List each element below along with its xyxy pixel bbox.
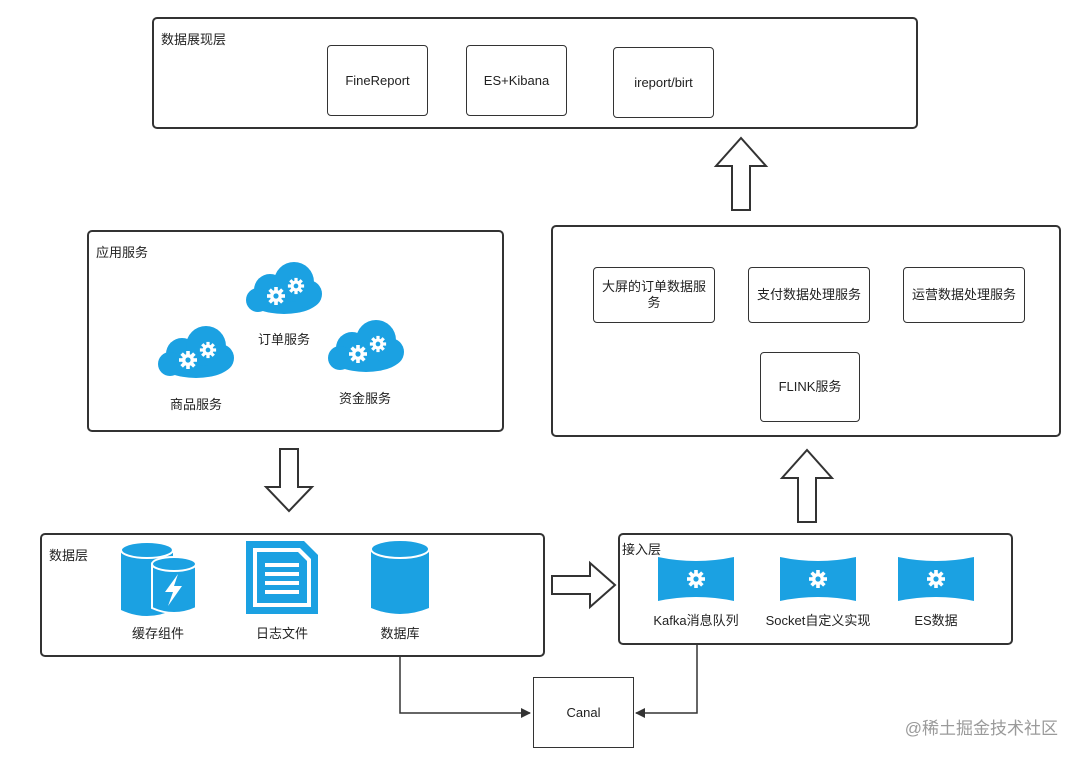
output-order-screen: 大屏的订单数据服务 bbox=[593, 267, 715, 323]
output-operations: 运营数据处理服务 bbox=[903, 267, 1025, 323]
service-order: 订单服务 bbox=[257, 332, 310, 347]
block-arrow-up-presentation bbox=[713, 136, 769, 211]
data-item-database: 数据库 bbox=[380, 626, 420, 641]
presentation-layer-title: 数据展现层 bbox=[161, 32, 227, 47]
app-services-title: 应用服务 bbox=[96, 245, 149, 260]
data-item-cache: 缓存组件 bbox=[131, 626, 184, 641]
canal-node: Canal bbox=[533, 677, 634, 748]
data-layer-title: 数据层 bbox=[49, 548, 89, 563]
data-item-log: 日志文件 bbox=[255, 626, 308, 641]
service-funds: 资金服务 bbox=[338, 391, 391, 406]
tool-ireport-birt: ireport/birt bbox=[613, 47, 714, 118]
tool-finereport: FineReport bbox=[327, 45, 428, 116]
service-product: 商品服务 bbox=[169, 397, 222, 412]
ingest-item-kafka: Kafka消息队列 bbox=[653, 613, 739, 628]
output-payment: 支付数据处理服务 bbox=[748, 267, 870, 323]
ingest-item-socket: Socket自定义实现 bbox=[765, 613, 871, 628]
line-kafka-to-canal bbox=[635, 612, 698, 718]
watermark: @稀土掘金技术社区 bbox=[904, 719, 1058, 738]
block-arrow-down-data bbox=[263, 448, 315, 513]
tool-es-kibana: ES+Kibana bbox=[466, 45, 567, 116]
ingest-item-es: ES数据 bbox=[914, 613, 958, 628]
block-arrow-right-ingest bbox=[551, 560, 617, 610]
block-arrow-up-flink bbox=[779, 448, 835, 523]
flink-service: FLINK服务 bbox=[760, 352, 860, 422]
ingest-layer-title: 接入层 bbox=[622, 542, 662, 557]
